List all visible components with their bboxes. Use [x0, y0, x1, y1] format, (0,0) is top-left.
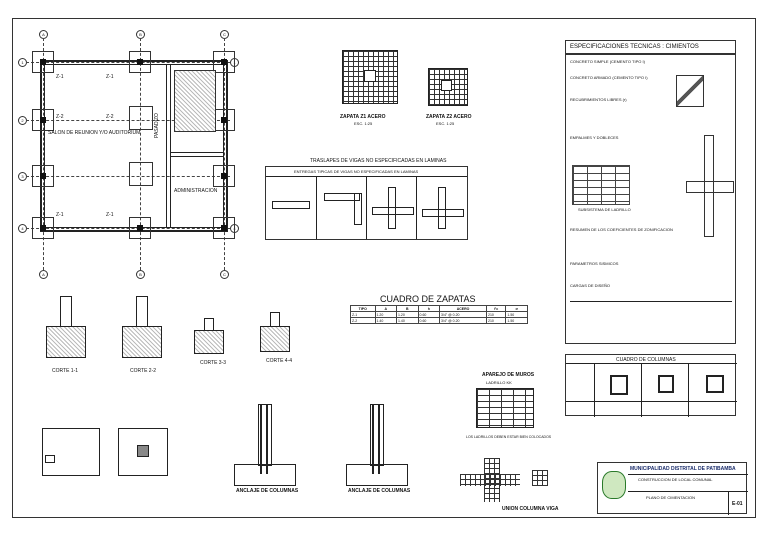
traslapes-box: ENTREGAS TIPICAS DE VIGAS NO ESPECIFICAD… — [265, 166, 468, 240]
corte-3 — [190, 318, 230, 358]
union-detail — [460, 458, 550, 504]
traslapes-title: TRASLAPES DE VIGAS NO ESPECIFICADAS EN L… — [310, 158, 447, 164]
footing-tag: Z-2 — [56, 114, 64, 120]
traslapes-subtitle: ENTREGAS TIPICAS DE VIGAS NO ESPECIFICAD… — [294, 169, 419, 174]
axis-a-bottom: A — [39, 270, 48, 279]
corte-4-label: CORTE 4-4 — [266, 358, 293, 364]
project-name: CONSTRUCCION DE LOCAL COMUNAL — [638, 477, 713, 482]
title-block: MUNICIPALIDAD DISTRITAL DE PATIBAMBA CON… — [597, 462, 748, 515]
footing-tag: Z-1 — [106, 212, 114, 218]
aparejo-note: LOS LADRILLOS DEBEN ESTAR BIEN COLOCADOS — [466, 435, 552, 439]
zapata-z1-scale: ESC. 1:25 — [354, 121, 373, 126]
room-label: SALON DE REUNION Y/O AUDITORIUM — [48, 130, 141, 136]
zapata-z2-title: ZAPATA Z2 ACERO — [426, 114, 472, 120]
zapata-z2-detail — [424, 64, 472, 108]
spec-section: EMPALMES Y DOBLECES — [570, 135, 619, 140]
union-label: UNION COLUMNA VIGA — [502, 506, 559, 512]
cuadro-columnas-title: CUADRO DE COLUMNAS — [616, 357, 676, 363]
pedestal-plan-1 — [42, 428, 100, 476]
drawing-sheet — [12, 18, 756, 518]
axis-c-bottom: C — [220, 270, 229, 279]
anclaje-2 — [336, 404, 416, 496]
corte-1 — [42, 296, 92, 366]
foundation-plan: A B C A B C 1 2 3 4 1 4 Z-1 Z-1 Z-2 — [18, 30, 239, 280]
footing-tag: Z-1 — [56, 74, 64, 80]
spec-section: RECUBRIMIENTOS LIBRES (r) — [570, 97, 627, 102]
spec-section: CONCRETO ARMADO (CEMENTO TIPO I) — [570, 75, 648, 80]
entity-name: MUNICIPALIDAD DISTRITAL DE PATIBAMBA — [630, 466, 736, 472]
corte-1-label: CORTE 1-1 — [52, 368, 79, 374]
spec-section: CONCRETO SIMPLE (CEMENTO TIPO I) — [570, 59, 645, 64]
corte-2-label: CORTE 2-2 — [130, 368, 157, 374]
spec-section: PARAMETROS SISMICOS — [570, 261, 619, 266]
sheet-number: E-01 — [732, 501, 743, 507]
footing-tag: Z-1 — [56, 212, 64, 218]
anclaje-1-label: ANCLAJE DE COLUMNAS — [236, 488, 299, 494]
corte-4 — [256, 312, 296, 356]
specs-title-box: ESPECIFICACIONES TECNICAS : CIMIENTOS — [565, 40, 736, 54]
logo — [602, 471, 626, 499]
corte-2 — [118, 296, 168, 366]
specs-box: CONCRETO SIMPLE (CEMENTO TIPO I) CONCRET… — [565, 54, 736, 344]
spec-section: CARGAS DE DISEÑO — [570, 283, 611, 288]
footing-tag: Z-1 — [106, 74, 114, 80]
cuadro-columnas: CUADRO DE COLUMNAS — [565, 354, 737, 417]
corte-3-label: CORTE 3-3 — [200, 360, 227, 366]
zapata-z1-detail — [338, 46, 402, 106]
cuadro-zapatas-title: CUADRO DE ZAPATAS — [380, 294, 476, 304]
brick-wall — [476, 388, 534, 428]
zapata-z2-scale: ESC. 1:25 — [436, 121, 455, 126]
anclaje-1 — [224, 404, 304, 496]
anclaje-2-label: ANCLAJE DE COLUMNAS — [348, 488, 411, 494]
axis-b-bottom: B — [136, 270, 145, 279]
footing-tag: Z-2 — [106, 114, 114, 120]
zapata-z1-title: ZAPATA Z1 ACERO — [340, 114, 386, 120]
sheet-title: PLANO DE CIMENTACION — [646, 495, 696, 500]
empalmes-table — [572, 165, 630, 205]
pasadizo-label: PASADIZO — [154, 113, 160, 138]
pedestal-plan-2 — [118, 428, 168, 476]
admin-label: ADMINISTRACION — [174, 188, 218, 194]
spec-section: SUBSISTEMA DE LADRILLO — [578, 207, 631, 212]
aparejo-sub: LADRILLO KK — [486, 380, 512, 385]
aparejo-title: APAREJO DE MUROS — [482, 372, 535, 378]
specs-title: ESPECIFICACIONES TECNICAS : CIMIENTOS — [570, 44, 699, 50]
spec-section: RESUMEN DE LOS COEFICIENTES DE ZONIFICAC… — [570, 227, 673, 232]
